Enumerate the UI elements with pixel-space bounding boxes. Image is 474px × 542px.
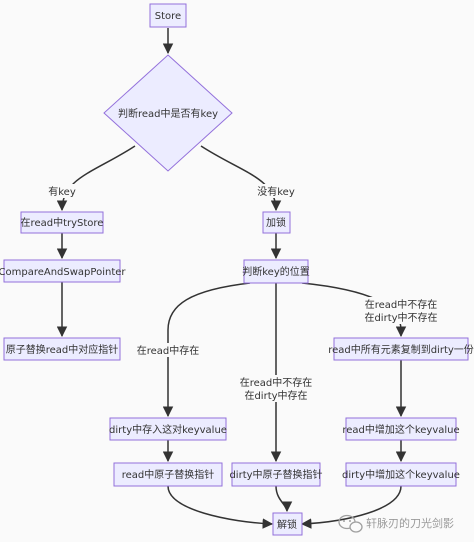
watermark: 轩脉刃的刀光剑影	[338, 514, 454, 533]
node-dirty-atomic-replace-label: dirty中原子替换指针	[229, 468, 322, 481]
edge-label-has-key: 有key	[48, 185, 76, 198]
edge-check-key-to-dirty-store	[162, 282, 251, 418]
watermark-text: 轩脉刃的刀光剑影	[366, 516, 454, 530]
node-copy-to-dirty: read中所有元素复制到dirty一份	[328, 337, 474, 361]
node-store-label: Store	[155, 11, 181, 22]
edge-decision-to-read-try-store	[56, 145, 136, 212]
edge-decision-to-lock	[200, 145, 282, 212]
edges	[56, 28, 407, 529]
edge-label-no-key: 没有key	[257, 185, 295, 198]
node-read-try-store-label: 在read中tryStore	[21, 216, 104, 229]
wechat-icon	[338, 514, 363, 533]
node-copy-to-dirty-label: read中所有元素复制到dirty一份	[328, 343, 474, 356]
node-read-atomic-replace-label: read中原子替换指针	[122, 468, 215, 481]
node-dirty-add-label: dirty中增加这个keyvalue	[342, 468, 460, 481]
node-unlock-label: 解锁	[277, 518, 297, 531]
node-read-add-label: read中增加这个keyvalue	[342, 423, 459, 436]
node-lock-label: 加锁	[266, 216, 286, 229]
node-check-key-position: 判断key的位置	[242, 259, 310, 284]
edge-label-not-read-not-dirty-line1: 在read中不存在	[365, 298, 438, 311]
node-lock: 加锁	[262, 211, 291, 234]
node-dirty-add: dirty中增加这个keyvalue	[342, 462, 460, 487]
node-cas-pointer-label: CompareAndSwapPointer	[0, 267, 126, 278]
node-unlock: 解锁	[272, 512, 303, 536]
node-dirty-atomic-replace: dirty中原子替换指针	[229, 462, 323, 487]
node-atomic-replace-read: 原子替换read中对应指针	[3, 337, 121, 361]
edge-read-replace-to-unlock	[167, 485, 274, 529]
node-atomic-replace-read-label: 原子替换read中对应指针	[6, 343, 119, 356]
node-decision: 判断read中是否有key	[103, 54, 233, 172]
edge-label-not-read-not-dirty-line2: 在dirty中不存在	[364, 311, 437, 324]
node-check-key-position-label: 判断key的位置	[242, 265, 310, 278]
node-read-atomic-replace: read中原子替换指针	[113, 462, 223, 487]
edge-label-in-read: 在read中存在	[137, 344, 200, 357]
node-read-add: read中增加这个keyvalue	[342, 417, 460, 441]
edge-label-not-read-in-dirty-line2: 在dirty中存在	[244, 389, 307, 402]
node-read-try-store: 在read中tryStore	[20, 211, 104, 234]
edge-dirty-replace-to-unlock	[275, 485, 293, 513]
node-dirty-store: dirty中存入这对keyvalue	[109, 417, 227, 441]
edge-label-not-read-in-dirty-line1: 在read中不存在	[240, 376, 313, 389]
node-store: Store	[149, 3, 187, 28]
edge-dirty-add-to-unlock	[300, 485, 402, 529]
edge-labels: 有key 没有key 在read中存在 在read中不存在 在dirty中存在 …	[46, 184, 438, 402]
node-dirty-store-label: dirty中存入这对keyvalue	[109, 423, 227, 436]
node-decision-label: 判断read中是否有key	[118, 107, 218, 120]
node-cas-pointer: CompareAndSwapPointer	[0, 259, 126, 283]
